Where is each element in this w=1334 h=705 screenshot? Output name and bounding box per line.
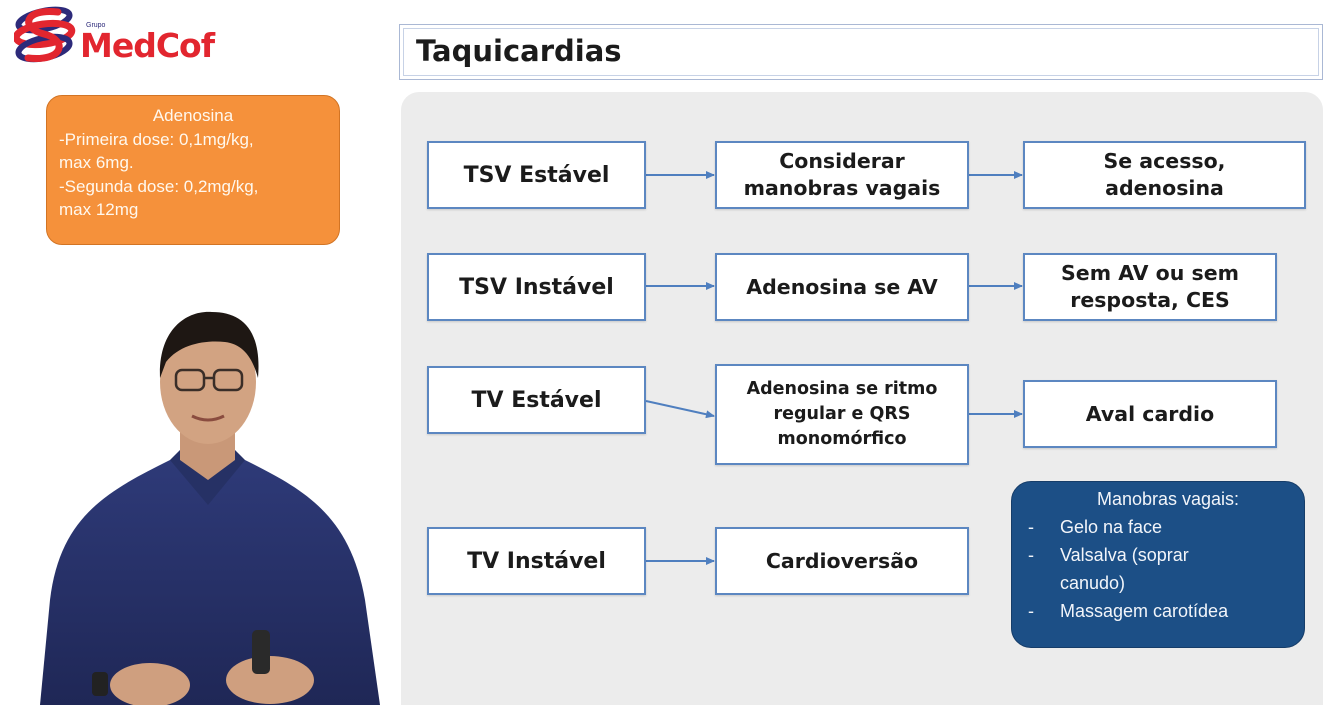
medcof-logo: Grupo MedCof <box>12 4 215 68</box>
box-se-acesso-adenosina: Se acesso, adenosina <box>1023 141 1306 209</box>
list-item: - Valsalva (soprar <box>1028 545 1189 565</box>
box-label: Sem AV ou sem <box>1061 261 1239 285</box>
medcof-s-icon <box>12 6 76 63</box>
box-label: Aval cardio <box>1085 401 1215 426</box>
adenosina-dose-note: Adenosina -Primeira dose: 0,1mg/kg, max … <box>46 95 340 245</box>
page-title: Taquicardias <box>416 34 622 68</box>
box-label: Adenosina se ritmo <box>746 379 938 399</box>
manobras-vagais-note: Manobras vagais: - Gelo na face - Valsal… <box>1011 481 1305 648</box>
box-cardioversao: Cardioversão <box>715 527 969 595</box>
box-label: resposta, CES <box>1070 288 1230 312</box>
adenosina-note-line: -Segunda dose: 0,2mg/kg, <box>59 176 259 196</box>
box-label: Adenosina se AV <box>746 274 938 299</box>
box-label: TV Instável <box>467 548 606 574</box>
box-tsv-estavel: TSV Estável <box>427 141 646 209</box>
box-label: adenosina <box>1105 176 1224 200</box>
box-label: TV Estável <box>471 387 602 413</box>
presenter-video <box>40 311 380 705</box>
box-label: TSV Instável <box>459 274 614 300</box>
box-label: TSV Estável <box>463 162 610 188</box>
adenosina-note-title: Adenosina <box>152 106 234 125</box>
adenosina-note-line: max 6mg. <box>59 153 134 172</box>
list-item: - Massagem carotídea <box>1028 601 1229 621</box>
box-tsv-instavel: TSV Instável <box>427 253 646 321</box>
box-considerar-manobras: Considerar manobras vagais <box>715 141 969 209</box>
box-tv-estavel: TV Estável <box>427 366 646 434</box>
list-item: - Gelo na face <box>1028 517 1163 537</box>
adenosina-note-line: max 12mg <box>59 200 139 219</box>
logo-group-label: Grupo <box>86 22 106 29</box>
slide-title-bar: Taquicardias <box>399 24 1323 80</box>
box-label: manobras vagais <box>743 176 941 200</box>
box-label: Se acesso, <box>1103 149 1226 173</box>
box-adenosina-se-av: Adenosina se AV <box>715 253 969 321</box>
logo-brand-text: MedCof <box>80 26 215 65</box>
adenosina-note-line: -Primeira dose: 0,1mg/kg, <box>59 129 254 149</box>
box-label: monomórfico <box>777 429 907 449</box>
manobras-note-title: Manobras vagais: <box>1096 489 1240 509</box>
box-adenosina-se-ritmo: Adenosina se ritmo regular e QRS monomór… <box>715 364 969 465</box>
list-item: canudo) <box>1060 573 1126 593</box>
box-label: Cardioversão <box>765 548 919 573</box>
box-aval-cardio: Aval cardio <box>1023 380 1277 448</box>
manobras-list: - Gelo na face - Valsalva (soprar canudo… <box>1012 513 1304 625</box>
box-label: Considerar <box>779 149 905 173</box>
box-sem-av-ces: Sem AV ou sem resposta, CES <box>1023 253 1277 321</box>
box-label: regular e QRS <box>773 404 911 424</box>
box-tv-instavel: TV Instável <box>427 527 646 595</box>
